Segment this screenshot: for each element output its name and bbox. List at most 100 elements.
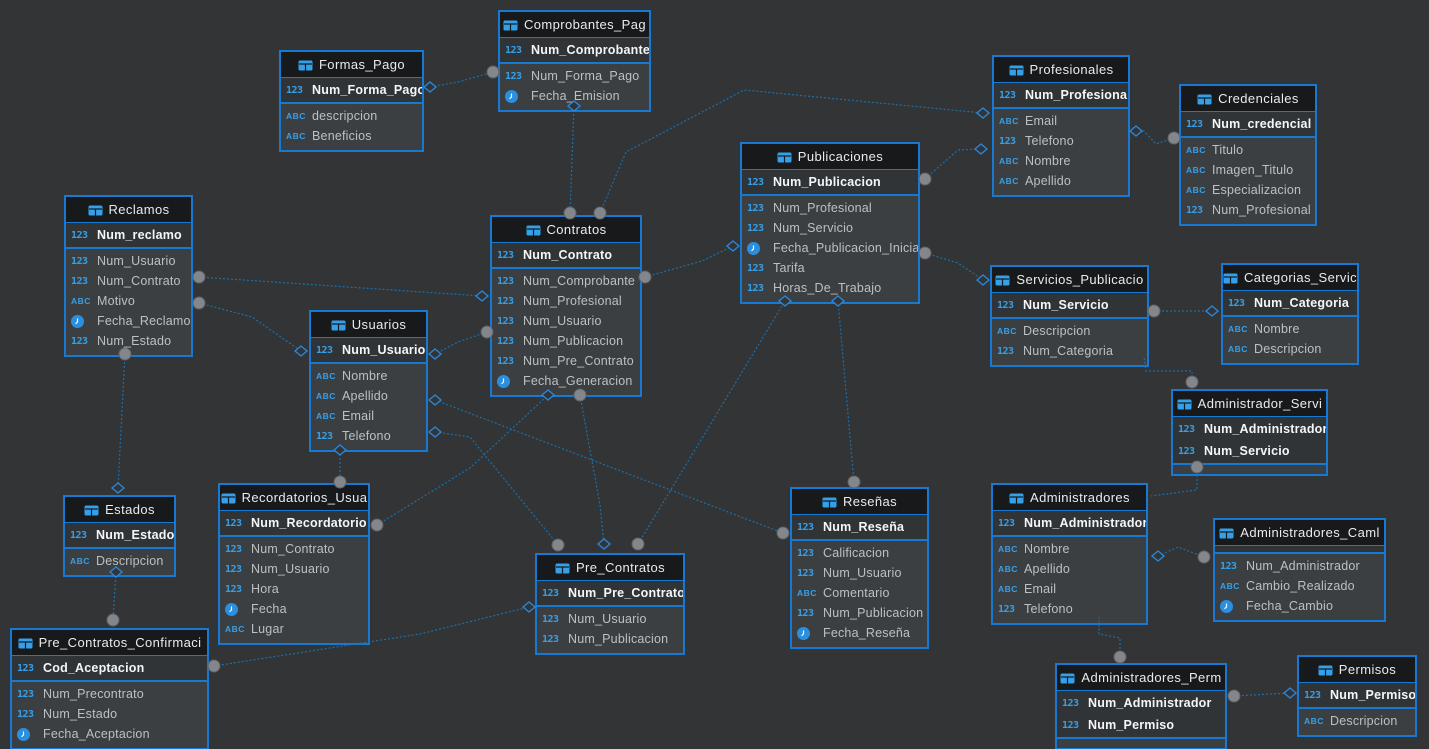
column-row[interactable]: Fecha_Cambio xyxy=(1215,596,1384,616)
table-header[interactable]: Reseñas xyxy=(792,489,927,515)
table-header[interactable]: Administradores_Perm xyxy=(1057,665,1225,691)
table-header[interactable]: Publicaciones xyxy=(742,144,918,170)
column-row[interactable]: Fecha_Reclamo xyxy=(66,311,191,331)
table-header[interactable]: Contratos xyxy=(492,217,640,243)
table-header[interactable]: Usuarios xyxy=(311,312,426,338)
table-header[interactable]: Recordatorios_Usua xyxy=(220,485,368,511)
table-header[interactable]: Formas_Pago xyxy=(281,52,422,78)
column-row[interactable]: Fecha_Aceptacion xyxy=(12,724,207,744)
table-header[interactable]: Reclamos xyxy=(66,197,191,223)
table-header[interactable]: Comprobantes_Pag xyxy=(500,12,649,38)
column-row[interactable]: Fecha_Publicacion_Inicial xyxy=(742,238,918,258)
table-header[interactable]: Credenciales xyxy=(1181,86,1315,112)
column-row[interactable]: Fecha xyxy=(220,599,368,619)
table-header[interactable]: Administradores xyxy=(993,485,1146,511)
table-header[interactable]: Servicios_Publicacio xyxy=(992,267,1147,293)
table-header[interactable]: Estados xyxy=(65,497,174,523)
column-row[interactable]: Fecha_Generacion xyxy=(492,371,640,391)
column-row[interactable]: Fecha_Emision xyxy=(500,86,649,106)
